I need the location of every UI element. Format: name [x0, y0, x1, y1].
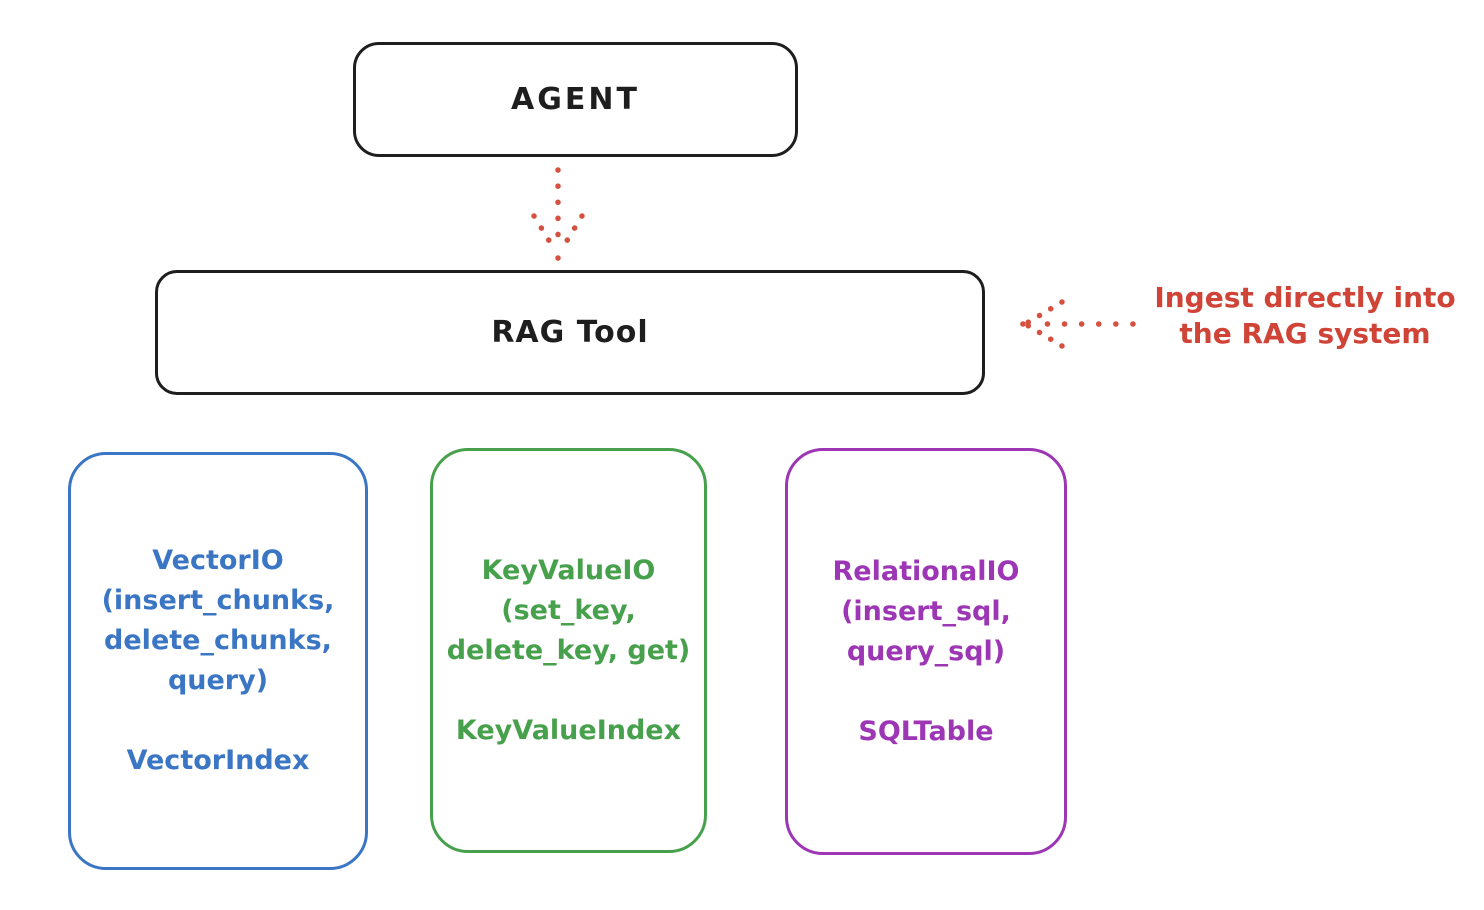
- store-method-line: query): [167, 665, 269, 696]
- ingest-annotation-line1: Ingest directly into: [1154, 281, 1456, 314]
- store-index-label: SQLTable: [858, 715, 994, 747]
- relational-io-text: RelationalIO (insert_sql, query_sql) SQL…: [833, 552, 1020, 752]
- store-method-line: query_sql): [846, 635, 1006, 667]
- store-title: RelationalIO: [832, 555, 1020, 587]
- relational-io-box: RelationalIO (insert_sql, query_sql) SQL…: [785, 448, 1067, 855]
- key-value-io-text: KeyValueIO (set_key, delete_key, get) Ke…: [447, 551, 691, 751]
- ingest-annotation-arrow-icon: [1019, 299, 1136, 349]
- store-title: KeyValueIO: [481, 554, 656, 586]
- key-value-io-box: KeyValueIO (set_key, delete_key, get) Ke…: [430, 448, 707, 853]
- store-method-line: (insert_chunks,: [101, 585, 335, 616]
- store-title: VectorIO: [152, 545, 284, 576]
- agent-label: AGENT: [511, 82, 640, 117]
- store-method-line: (set_key,: [501, 594, 636, 626]
- ingest-annotation-line2: the RAG system: [1179, 317, 1431, 350]
- ingest-annotation: Ingest directly into the RAG system: [1140, 280, 1470, 352]
- store-method-line: (insert_sql,: [841, 595, 1011, 627]
- agent-to-rag-arrow-icon: [531, 167, 585, 262]
- store-method-line: delete_key, get): [446, 634, 691, 666]
- vector-io-box: VectorIO (insert_chunks, delete_chunks, …: [68, 452, 368, 870]
- rag-tool-box: RAG Tool: [155, 270, 985, 395]
- store-method-line: delete_chunks,: [104, 625, 332, 656]
- agent-box: AGENT: [353, 42, 798, 157]
- vector-io-text: VectorIO (insert_chunks, delete_chunks, …: [102, 541, 335, 781]
- store-index-label: KeyValueIndex: [455, 714, 682, 746]
- rag-tool-label: RAG Tool: [491, 315, 649, 350]
- store-index-label: VectorIndex: [126, 745, 310, 776]
